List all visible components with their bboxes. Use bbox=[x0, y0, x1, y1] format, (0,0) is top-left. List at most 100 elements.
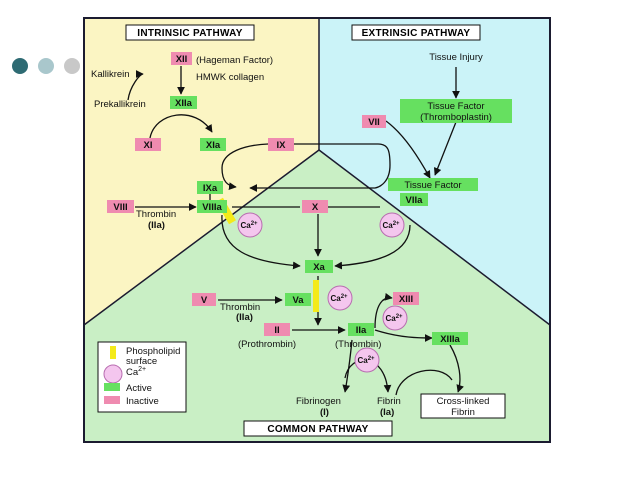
factor-viii-fill bbox=[107, 200, 134, 213]
thrombin-label: Thrombin bbox=[220, 302, 260, 313]
legend-inactive-swatch bbox=[104, 396, 120, 404]
iia-label: (IIa) bbox=[148, 220, 165, 231]
hmwk-label: HMWK collagen bbox=[196, 72, 264, 83]
factor-v-fill bbox=[192, 293, 216, 306]
factor-viia-label: VIIa bbox=[406, 195, 424, 206]
factor-xia-label: XIa bbox=[206, 140, 221, 151]
legend-active: Active bbox=[126, 383, 152, 394]
tissue-factor-thromboplastin-box: Tissue Factor(Thromboplastin) bbox=[400, 99, 512, 123]
factor-xi-box: XI bbox=[135, 138, 161, 151]
prekallikrein-label: Prekallikrein bbox=[94, 99, 146, 110]
thromboplastin-label: (Thromboplastin) bbox=[420, 112, 492, 123]
factor-xa-fill bbox=[305, 260, 333, 273]
common-header-box bbox=[243, 420, 393, 437]
iia-label: (IIa) bbox=[236, 312, 253, 323]
extrinsic-header: EXTRINSIC PATHWAY bbox=[362, 28, 471, 39]
factor-ixa-box: IXa bbox=[197, 181, 223, 194]
factor-iia-label: IIa bbox=[356, 325, 367, 336]
factor-v-label: V bbox=[201, 295, 208, 306]
tissue-factor-fill bbox=[400, 99, 512, 123]
fibrinogen-sub-label: (I) bbox=[320, 407, 329, 418]
bullet-dot bbox=[12, 58, 28, 74]
intrinsic-region bbox=[84, 18, 319, 325]
factor-xiiia-label: XIIIa bbox=[440, 334, 460, 345]
factor-ixa-fill bbox=[197, 181, 223, 194]
calcium-circle bbox=[382, 305, 408, 331]
factor-x-box: X bbox=[302, 200, 328, 213]
bullet-dot bbox=[38, 58, 54, 74]
tissue-factor-active-fill bbox=[388, 178, 478, 191]
cross-linked-label: Cross-linked bbox=[437, 396, 490, 407]
hageman-label: (Hageman Factor) bbox=[196, 55, 273, 66]
pathway-arrows bbox=[127, 66, 464, 396]
factor-ix-label: IX bbox=[277, 140, 287, 151]
factor-vii-box: VII bbox=[362, 115, 386, 128]
legend-active-swatch bbox=[104, 383, 120, 391]
legend-phospholipid: surface bbox=[126, 356, 157, 367]
factor-xii-label: XII bbox=[176, 54, 188, 65]
tissue-factor-active-label: Tissue Factor bbox=[404, 180, 461, 191]
divider bbox=[83, 149, 320, 326]
calcium-label: Ca2+ bbox=[330, 294, 348, 303]
factor-xiiia-box: XIIIa bbox=[432, 332, 468, 345]
intrinsic-header: INTRINSIC PATHWAY bbox=[137, 28, 243, 39]
factor-viiia-fill bbox=[197, 200, 227, 213]
factor-ix-fill bbox=[268, 138, 294, 151]
legend-phospholipid: Phospholipid bbox=[126, 346, 180, 357]
calcium-ion: Ca2+ bbox=[382, 305, 408, 331]
factor-xiiia-fill bbox=[432, 332, 468, 345]
legend-inactive: Inactive bbox=[126, 396, 159, 407]
factor-x-fill bbox=[302, 200, 328, 213]
cross-linked-fibrin-box bbox=[420, 393, 506, 419]
factor-xiia-box: XIIa bbox=[170, 96, 197, 109]
tissue-factor-label: Tissue Factor bbox=[427, 101, 484, 112]
common-header: COMMON PATHWAY bbox=[267, 424, 368, 435]
factor-ii-box: II bbox=[264, 323, 290, 336]
calcium-label: Ca2+ bbox=[357, 356, 375, 365]
kallikrein-label: Kallikrein bbox=[91, 69, 130, 80]
factor-viia-fill bbox=[400, 193, 428, 206]
factor-va-box: Va bbox=[285, 293, 311, 306]
factor-ii-fill bbox=[264, 323, 290, 336]
calcium-ion: Ca2+ bbox=[379, 212, 405, 238]
factor-ixa-label: IXa bbox=[203, 183, 218, 194]
factor-v-box: V bbox=[192, 293, 216, 306]
factor-ii-label: II bbox=[274, 325, 279, 336]
calcium-ion: Ca2+ bbox=[354, 347, 380, 373]
calcium-circle bbox=[379, 212, 405, 238]
factor-vii-label: VII bbox=[368, 117, 380, 128]
factor-ix-box: IX bbox=[268, 138, 294, 151]
calcium-circle bbox=[327, 285, 353, 311]
calcium-label: Ca2+ bbox=[385, 314, 403, 323]
factor-xi-fill bbox=[135, 138, 161, 151]
divider bbox=[318, 149, 551, 326]
cross-linked-label: Fibrin bbox=[451, 407, 475, 418]
prothrombin-label: (Prothrombin) bbox=[238, 339, 296, 350]
tissue-injury-label: Tissue Injury bbox=[429, 52, 483, 63]
calcium-circle bbox=[354, 347, 380, 373]
factor-xa-box: Xa bbox=[305, 260, 333, 273]
fibrin-sub-label: (Ia) bbox=[380, 407, 394, 418]
extrinsic-header-box bbox=[351, 24, 481, 41]
thrombin-label: (Thrombin) bbox=[335, 339, 381, 350]
thrombin-label: Thrombin bbox=[136, 209, 176, 220]
legend-calcium-swatch bbox=[103, 364, 123, 384]
factor-xiia-label: XIIa bbox=[175, 98, 193, 109]
factor-iia-fill bbox=[348, 323, 374, 336]
calcium-ion: Ca2+ bbox=[327, 285, 353, 311]
calcium-label: Ca2+ bbox=[382, 221, 400, 230]
phospholipid-surface bbox=[313, 280, 319, 312]
factor-viii-box: VIII bbox=[107, 200, 134, 213]
factor-xii-box: XII bbox=[171, 52, 192, 65]
factor-viii-label: VIII bbox=[113, 202, 127, 213]
factor-va-label: Va bbox=[292, 295, 304, 306]
tissue-factor-active-box: Tissue Factor bbox=[388, 178, 478, 191]
factor-x-label: X bbox=[312, 202, 319, 213]
factor-xi-label: XI bbox=[144, 140, 153, 151]
fibrinogen-label: Fibrinogen bbox=[296, 396, 341, 407]
factor-xii-fill bbox=[171, 52, 192, 65]
factor-xa-label: Xa bbox=[313, 262, 325, 273]
factor-vii-fill bbox=[362, 115, 386, 128]
legend-phospholipid-swatch bbox=[110, 346, 116, 359]
